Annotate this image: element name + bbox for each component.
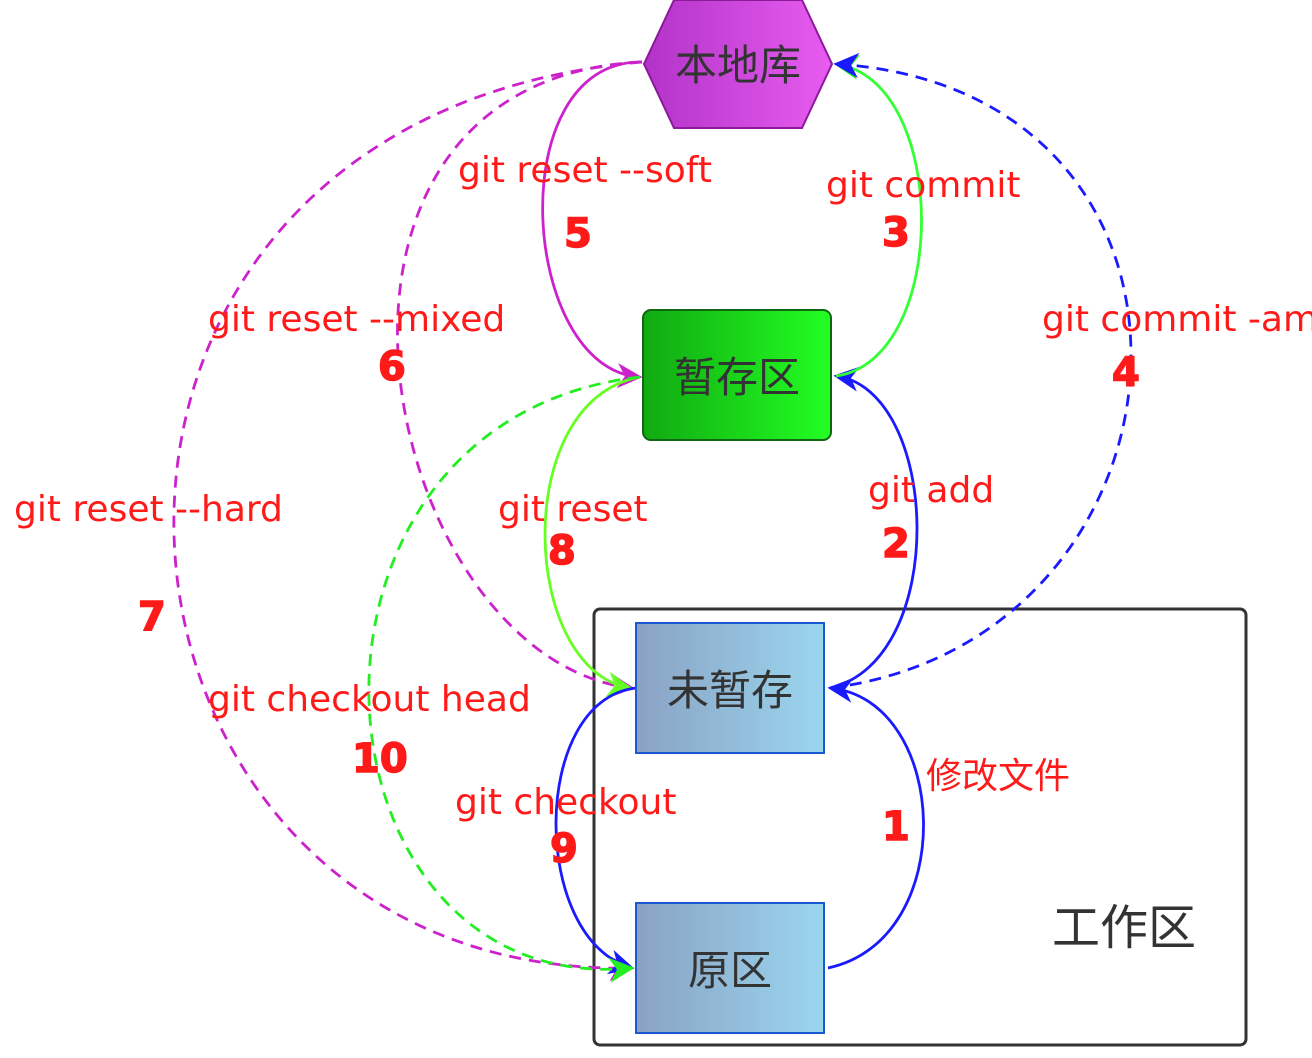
unstaged-node: [635, 622, 825, 754]
unstaged-label: 未暂存: [667, 666, 793, 715]
edge-git-checkout: [554, 686, 637, 975]
label-git-reset: git reset: [498, 489, 648, 530]
step-7: 7: [138, 594, 166, 640]
edge-modify-file: [827, 677, 925, 970]
local-repo-label: 本地库: [675, 41, 801, 90]
label-git-commit-am: git commit -am: [1042, 299, 1312, 340]
step-2: 2: [882, 521, 910, 567]
edge-git-reset: [543, 375, 641, 697]
step-8: 8: [548, 528, 576, 574]
local-repo-node: [642, 0, 834, 129]
edge-git-reset-hard: [172, 60, 643, 982]
edge-git-checkout-head: [367, 375, 641, 983]
workspace-box: [592, 607, 1248, 1047]
step-6: 6: [378, 344, 406, 390]
edge-git-commit-am: [829, 52, 1133, 690]
staging-node: [642, 309, 832, 441]
label-git-checkout-head: git checkout head: [208, 679, 531, 720]
label-git-add: git add: [868, 470, 994, 511]
original-node: [635, 902, 825, 1034]
step-3: 3: [882, 210, 910, 256]
step-9: 9: [550, 826, 578, 872]
edge-git-reset-soft: [541, 60, 643, 389]
edge-git-reset-mixed: [396, 60, 643, 698]
edge-git-add: [829, 366, 919, 690]
step-10: 10: [352, 736, 408, 782]
step-4: 4: [1112, 350, 1140, 396]
label-git-commit: git commit: [826, 165, 1020, 206]
label-git-checkout: git checkout: [455, 782, 676, 823]
label-modify-file: 修改文件: [926, 756, 1070, 797]
label-git-reset-soft: git reset --soft: [458, 150, 712, 191]
step-5: 5: [564, 211, 592, 257]
edge-git-commit: [833, 54, 923, 378]
original-label: 原区: [688, 946, 772, 995]
step-1: 1: [882, 804, 910, 850]
label-git-reset-hard: git reset --hard: [14, 489, 283, 530]
label-git-reset-mixed: git reset --mixed: [208, 299, 505, 340]
staging-label: 暂存区: [674, 353, 800, 402]
workspace-label: 工作区: [1052, 900, 1196, 956]
